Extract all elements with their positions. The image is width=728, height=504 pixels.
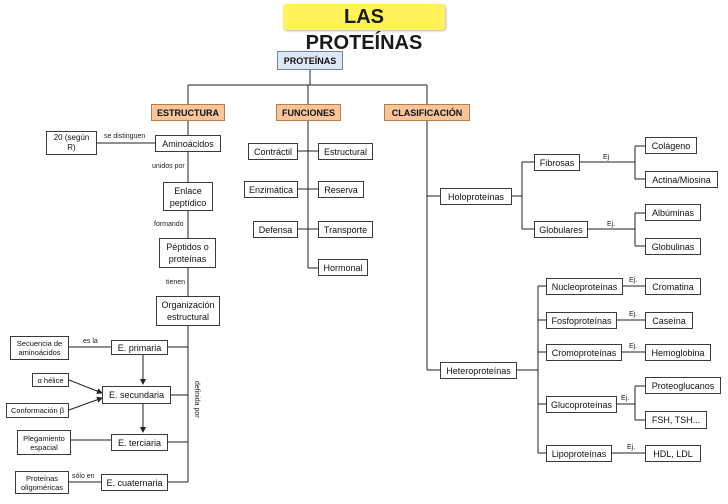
node-lipoproteinas: Lipoproteínas [546, 445, 612, 462]
node-enzimatica: Enzimática [244, 181, 298, 198]
label-ej-lipo: Ej. [627, 444, 636, 451]
node-hdl: HDL, LDL [645, 445, 701, 462]
node-funciones: FUNCIONES [276, 104, 341, 121]
node-cromatina: Cromatina [645, 278, 701, 295]
node-globulares: Globulares [534, 221, 588, 238]
node-colageno: Colágeno [645, 137, 697, 154]
node-beta: Conformación β [6, 403, 69, 418]
label-ej-fosfo: Ej. [629, 311, 638, 318]
node-hormonal: Hormonal [318, 259, 368, 276]
node-cromoproteinas: Cromoproteínas [546, 344, 622, 361]
label-se-distinguen: se distinguen [104, 133, 146, 140]
node-secundaria: E. secundaria [102, 386, 171, 404]
node-fsh: FSH, TSH... [645, 411, 707, 429]
node-peptidos: Péptidos o proteínas [159, 238, 216, 268]
node-reserva: Reserva [318, 181, 364, 198]
node-alfa: α hélice [32, 373, 69, 387]
node-hemoglobina: Hemoglobina [645, 344, 711, 361]
node-defensa: Defensa [253, 221, 298, 238]
node-plegamiento: Plegamiento espacial [17, 430, 71, 455]
node-fosfoproteinas: Fosfoproteínas [546, 312, 617, 329]
node-clasificacion: CLASIFICACIÓN [384, 104, 470, 121]
node-contractil: Contráctil [248, 143, 298, 160]
label-formando: formando [154, 221, 184, 228]
node-organizacion: Organización estructural [156, 296, 220, 326]
node-albuminas: Albúminas [645, 204, 701, 221]
node-terciaria: E. terciaria [111, 434, 168, 451]
node-glucoproteinas: Glucoproteínas [546, 396, 617, 413]
node-secuencia: Secuencia de aminoácidos [10, 336, 69, 360]
node-cuaternaria: E. cuaternaria [101, 474, 168, 491]
node-oligomericas: Proteínas oligoméricas [15, 471, 69, 494]
node-enlace: Enlace peptídico [163, 182, 213, 211]
label-tienen: tienen [166, 279, 186, 286]
node-aminoacidos: Aminoácidos [155, 135, 221, 152]
label-es-la: es la [83, 338, 98, 345]
node-actina: Actina/Miosina [645, 171, 718, 188]
label-ej-gluco: Ej. [621, 395, 630, 402]
node-estructura: ESTRUCTURA [151, 104, 225, 121]
node-proteinas: PROTEÍNAS [277, 51, 343, 70]
node-transporte: Transporte [318, 221, 373, 238]
page-title: LAS PROTEÍNAS [283, 4, 445, 54]
label-definida-por: definida por [193, 381, 200, 418]
label-ej-fibrosas: Ej [603, 154, 610, 161]
node-holoproteinas: Holoproteínas [440, 188, 512, 205]
node-fibrosas: Fibrosas [534, 154, 580, 171]
node-proteoglucanos: Proteoglucanos [645, 377, 721, 394]
node-heteroproteinas: Heteroproteínas [440, 362, 517, 379]
node-primaria: E. primaria [111, 340, 168, 355]
label-ej-nucleo: Ej. [629, 277, 638, 284]
node-nucleoproteinas: Nucleoproteínas [546, 278, 623, 295]
node-caseina: Caseína [645, 312, 693, 329]
node-estructural: Estructural [318, 143, 373, 160]
label-unidos-por: unidos por [152, 163, 185, 170]
node-veinte: 20 (según R) [46, 131, 97, 155]
node-globulinas: Globulinas [645, 238, 701, 255]
label-ej-cromo: Ej. [629, 343, 638, 350]
label-solo-en: sólo en [72, 473, 95, 480]
label-ej-globulares: Ej. [607, 221, 616, 228]
